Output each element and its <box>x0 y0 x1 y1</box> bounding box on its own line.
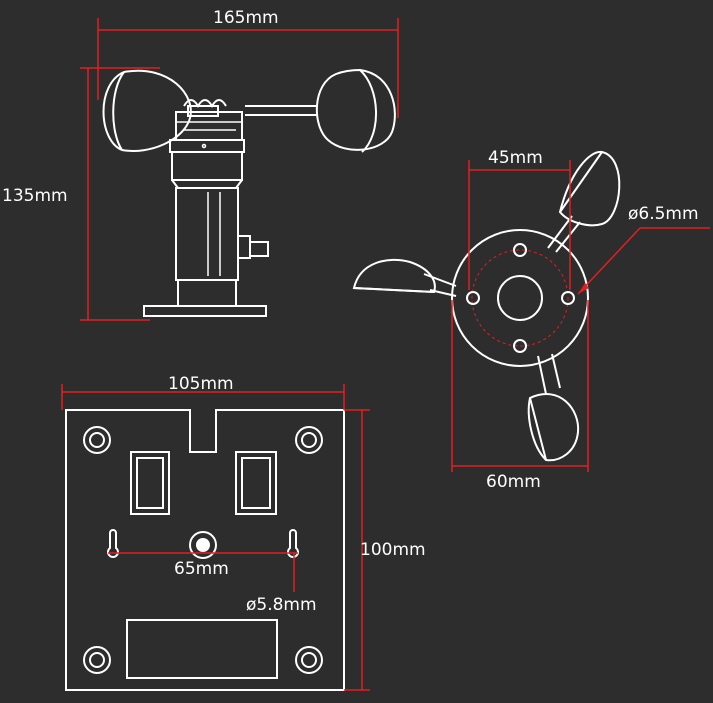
top-hole-diameter-label: ø6.5mm <box>628 204 699 224</box>
plate-width-dimension <box>61 384 345 410</box>
plate-slot-spacing-label: 65mm <box>174 559 229 579</box>
side-height-dimension <box>80 67 160 321</box>
top-hole-spacing-dimension <box>468 160 571 290</box>
side-height-label: 135mm <box>2 186 68 206</box>
side-view-right-cup <box>315 68 396 153</box>
top-hole-spacing-label: 45mm <box>488 148 543 168</box>
plate-center-hole <box>189 531 217 559</box>
top-view: 45mm ø6.5mm 60mm <box>352 148 710 492</box>
plate-height-dimension <box>344 409 370 691</box>
plate-height-label: 100mm <box>360 540 426 560</box>
side-width-dimension <box>97 18 399 118</box>
plate-windows <box>126 451 278 679</box>
mounting-plate-outline <box>65 409 345 691</box>
side-view-base <box>143 279 267 317</box>
side-view-housing <box>171 151 243 281</box>
plate-slot-spacing-dimension <box>108 552 298 592</box>
side-view: 165mm 135mm <box>2 8 399 321</box>
top-flange-diameter-label: 60mm <box>486 472 541 492</box>
mounting-plate-view: 105mm 100mm 65mm ø5.8mm <box>61 374 426 691</box>
top-hole-diameter-leader <box>577 227 710 295</box>
top-view-lower-cup <box>527 353 580 462</box>
plate-slot-diameter-label: ø5.8mm <box>246 595 317 615</box>
plate-corner-holes <box>83 426 323 674</box>
top-view-flange <box>451 229 589 367</box>
side-view-hub-bumps <box>183 99 227 108</box>
side-view-connector <box>237 235 269 259</box>
top-view-left-cup <box>352 258 457 297</box>
top-view-upper-cup <box>547 150 621 253</box>
side-view-left-cup <box>102 69 192 152</box>
side-width-label: 165mm <box>213 8 279 28</box>
plate-keyhole-slots <box>107 529 299 558</box>
plate-width-label: 105mm <box>168 374 234 394</box>
top-flange-diameter-dimension <box>451 300 589 472</box>
